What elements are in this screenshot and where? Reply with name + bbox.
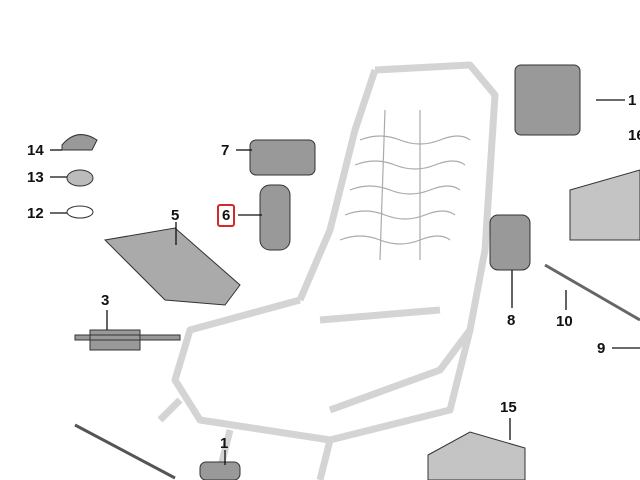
- seat-springs: [339, 109, 471, 261]
- part-14: [61, 134, 98, 151]
- part-1: [199, 461, 241, 480]
- callout-5[interactable]: 5: [171, 207, 180, 224]
- part-10-rod: [544, 263, 640, 322]
- callout-top-right[interactable]: 1: [628, 92, 637, 109]
- part-top-right: [514, 64, 581, 136]
- part-13: [66, 169, 94, 187]
- callout-12[interactable]: 12: [27, 205, 44, 222]
- callout-7[interactable]: 7: [221, 142, 230, 159]
- part-8: [489, 214, 531, 271]
- callout-1[interactable]: 1: [220, 435, 229, 452]
- callout-8[interactable]: 8: [507, 312, 516, 329]
- callout-3[interactable]: 3: [101, 292, 110, 309]
- callout-9[interactable]: 9: [597, 340, 606, 357]
- seat-frame: [157, 61, 499, 480]
- part-16-box: [569, 169, 640, 241]
- callout-right[interactable]: 16: [628, 127, 640, 144]
- callout-14[interactable]: 14: [27, 142, 44, 159]
- part-6: [259, 184, 291, 251]
- leader-lines: [50, 99, 640, 465]
- part-15-box: [427, 431, 526, 480]
- parts: [61, 64, 640, 480]
- part-7: [249, 139, 316, 176]
- part-3: [74, 329, 181, 351]
- callout-6-highlighted[interactable]: 6: [217, 204, 236, 227]
- callout-10[interactable]: 10: [556, 313, 573, 330]
- callout-15[interactable]: 15: [500, 399, 517, 416]
- part-cable: [74, 423, 176, 480]
- part-5: [103, 227, 241, 306]
- callout-13[interactable]: 13: [27, 169, 44, 186]
- part-12: [66, 205, 94, 219]
